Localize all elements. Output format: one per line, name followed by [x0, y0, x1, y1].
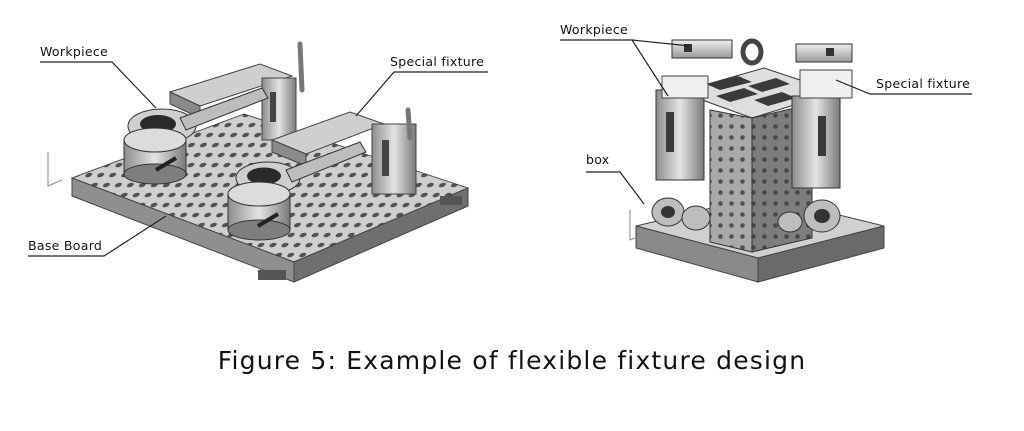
- right-top-workpiece: [671, 39, 853, 63]
- right-axis-triad-icon: [629, 210, 645, 241]
- left-annotations: Workpiece Special fixture Base Board: [28, 44, 488, 257]
- right-fixture-illustration: [629, 38, 885, 283]
- right-special-fixtures: [655, 69, 853, 189]
- label-base-board: Base Board: [28, 238, 102, 253]
- rear-clamp-base: [123, 127, 187, 185]
- label-box: box: [586, 152, 610, 167]
- figure-caption: Figure 5: Example of flexible fixture de…: [217, 346, 807, 375]
- right-annotations: Workpiece Special fixture box: [560, 22, 972, 205]
- label-right-special-fixture: Special fixture: [876, 76, 970, 91]
- front-clamp-base: [227, 181, 291, 241]
- label-left-workpiece: Workpiece: [40, 44, 108, 59]
- left-fixture-illustration: [47, 41, 470, 283]
- label-left-special-fixture: Special fixture: [390, 54, 484, 69]
- base-board-side: [293, 187, 469, 283]
- left-axis-triad-icon: [47, 152, 63, 187]
- right-bottom-workpieces: [651, 197, 841, 233]
- label-right-workpiece: Workpiece: [560, 22, 628, 37]
